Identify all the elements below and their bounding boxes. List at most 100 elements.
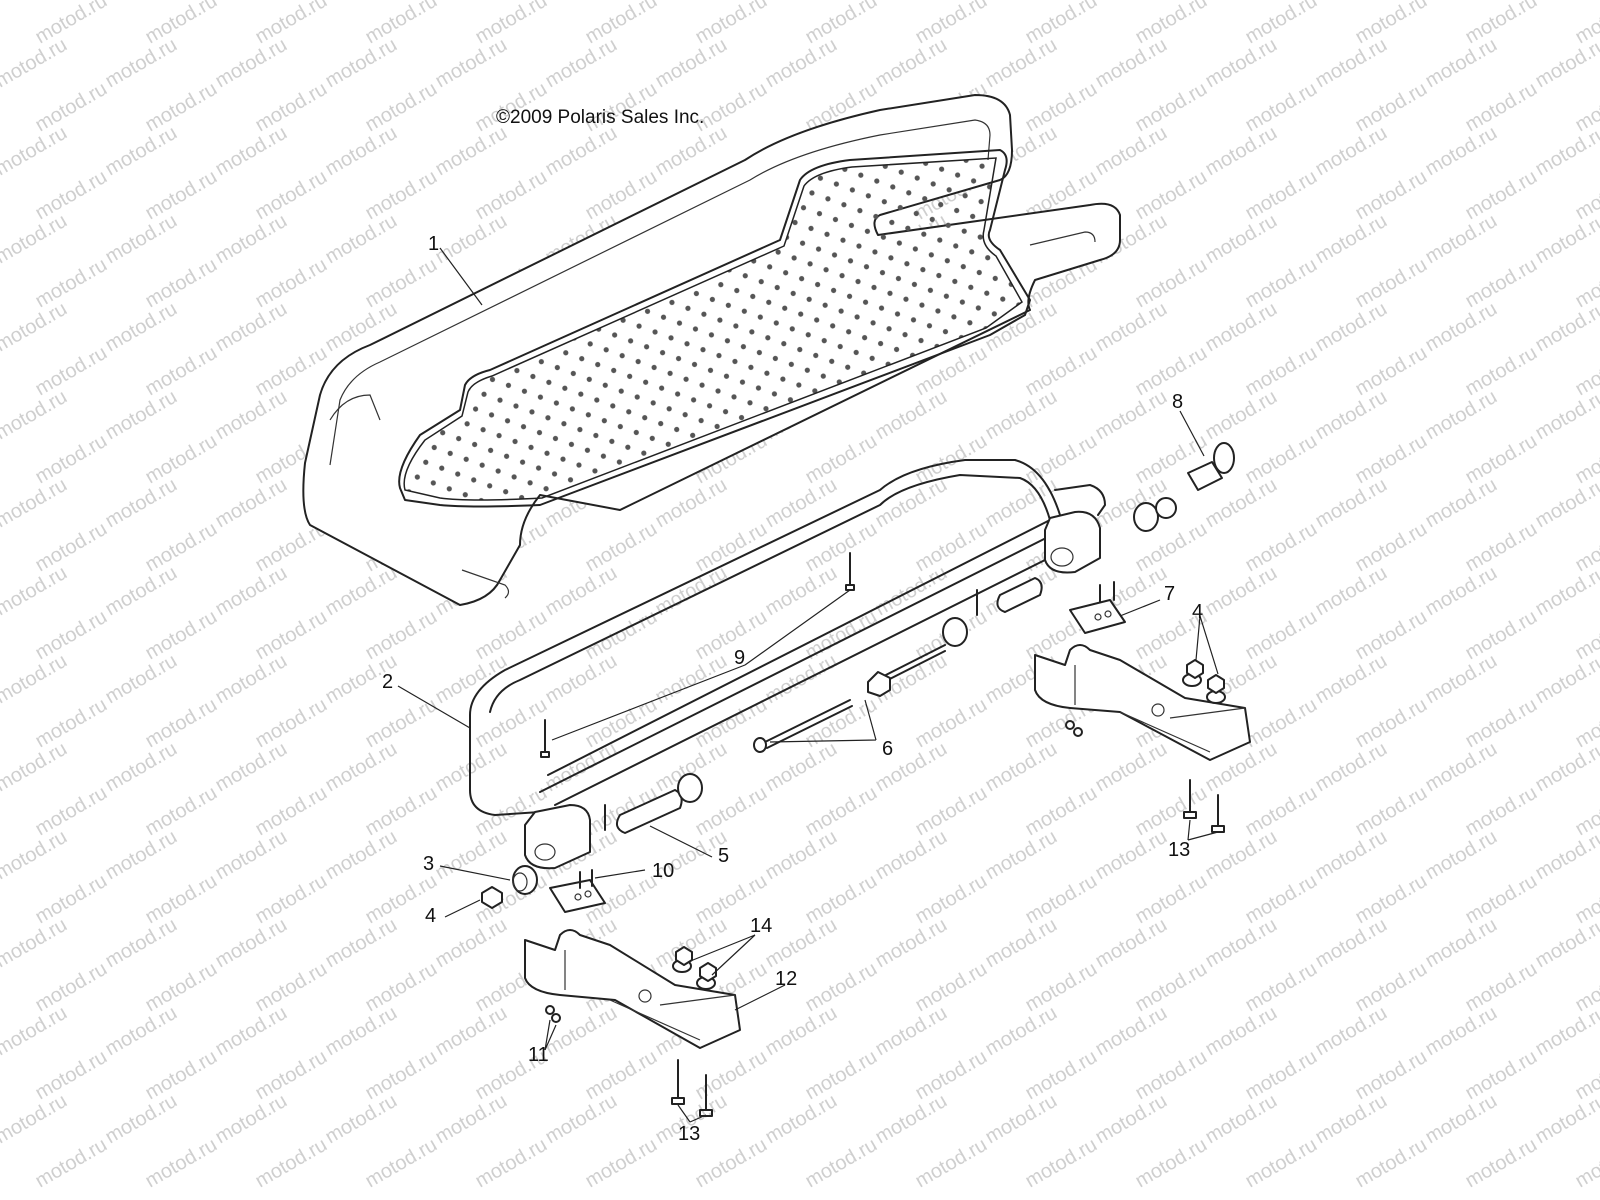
- watermark-text: motod.ru: [322, 122, 401, 181]
- watermark-text: motod.ru: [1242, 78, 1321, 137]
- watermark-text: motod.ru: [102, 386, 181, 445]
- watermark-text: motod.ru: [32, 0, 111, 48]
- watermark-text: motod.ru: [652, 562, 731, 621]
- watermark-text: motod.ru: [912, 782, 991, 841]
- watermark-text: motod.ru: [472, 1134, 551, 1193]
- watermark-text: motod.ru: [1022, 0, 1101, 48]
- watermark-text: motod.ru: [1202, 386, 1281, 445]
- watermark-text: motod.ru: [872, 34, 951, 93]
- watermark-text: motod.ru: [1092, 0, 1171, 4]
- watermark-text: motod.ru: [102, 298, 181, 357]
- watermark-text: motod.ru: [0, 34, 71, 93]
- watermark-text: motod.ru: [912, 694, 991, 753]
- watermark-text: motod.ru: [432, 1090, 511, 1149]
- watermark-text: motod.ru: [1532, 122, 1600, 181]
- mount-bracket-right: [1034, 644, 1251, 761]
- watermark-text: motod.ru: [1312, 34, 1391, 93]
- watermark-text: motod.ru: [1132, 254, 1211, 313]
- watermark-text: motod.ru: [872, 914, 951, 973]
- watermark-text: motod.ru: [212, 738, 291, 797]
- watermark-text: motod.ru: [102, 210, 181, 269]
- watermark-text: motod.ru: [1312, 474, 1391, 533]
- watermark-text: motod.ru: [102, 1090, 181, 1149]
- callout-6: 6: [882, 738, 893, 760]
- watermark-text: motod.ru: [1422, 34, 1501, 93]
- watermark-text: motod.ru: [102, 914, 181, 973]
- watermark-text: motod.ru: [1092, 386, 1171, 445]
- watermark-text: motod.ru: [1462, 606, 1541, 665]
- watermark-text: motod.ru: [0, 122, 71, 181]
- watermark-text: motod.ru: [322, 914, 401, 973]
- callout-10: 10: [652, 860, 674, 882]
- watermark-text: motod.ru: [692, 0, 771, 48]
- watermark-text: motod.ru: [322, 826, 401, 885]
- watermark-text: motod.ru: [982, 738, 1061, 797]
- callout-4-right: 4: [1192, 601, 1203, 623]
- watermark-text: motod.ru: [762, 1002, 841, 1061]
- watermark-text: motod.ru: [1132, 166, 1211, 225]
- watermark-text: motod.ru: [1312, 1090, 1391, 1149]
- watermark-text: motod.ru: [1422, 122, 1501, 181]
- watermark-text: motod.ru: [0, 1002, 71, 1061]
- watermark-text: motod.ru: [142, 782, 221, 841]
- watermark-text: motod.ru: [432, 210, 511, 269]
- callout-2: 2: [382, 671, 393, 693]
- watermark-text: motod.ru: [432, 34, 511, 93]
- watermark-text: motod.ru: [362, 782, 441, 841]
- watermark-text: motod.ru: [432, 1002, 511, 1061]
- watermark-text: motod.ru: [1532, 0, 1600, 4]
- watermark-text: motod.ru: [252, 342, 331, 401]
- watermark-text: motod.ru: [142, 606, 221, 665]
- watermark-text: motod.ru: [1532, 914, 1600, 973]
- mount-bracket-left: [524, 929, 741, 1049]
- watermark-text: motod.ru: [582, 1046, 661, 1105]
- watermark-text: motod.ru: [432, 650, 511, 709]
- watermark-text: motod.ru: [1532, 1002, 1600, 1061]
- watermark-text: motod.ru: [1462, 782, 1541, 841]
- watermark-text: motod.ru: [1532, 562, 1600, 621]
- watermark-text: motod.ru: [1242, 870, 1321, 929]
- watermark-text: motod.ru: [322, 1002, 401, 1061]
- watermark-text: motod.ru: [142, 1046, 221, 1105]
- watermark-text: motod.ru: [912, 518, 991, 577]
- watermark-text: motod.ru: [32, 166, 111, 225]
- watermark-text: motod.ru: [1242, 782, 1321, 841]
- watermark-text: motod.ru: [32, 518, 111, 577]
- watermark-text: motod.ru: [1422, 0, 1501, 4]
- watermark-text: motod.ru: [692, 782, 771, 841]
- watermark-text: motod.ru: [1202, 298, 1281, 357]
- watermark-text: motod.ru: [542, 1090, 621, 1149]
- watermark-text: motod.ru: [32, 694, 111, 753]
- rack-tray: [302, 94, 1121, 606]
- watermark-text: motod.ru: [1312, 650, 1391, 709]
- watermark-text: motod.ru: [252, 606, 331, 665]
- watermark-text: motod.ru: [872, 826, 951, 885]
- watermark-text: motod.ru: [142, 166, 221, 225]
- watermark-text: motod.ru: [1462, 1134, 1541, 1193]
- watermark-text: motod.ru: [542, 562, 621, 621]
- watermark-text: motod.ru: [982, 34, 1061, 93]
- leader-lines: [397, 247, 1219, 1123]
- watermark-text: motod.ru: [872, 386, 951, 445]
- watermark-text: motod.ru: [802, 1134, 881, 1193]
- watermark-text: motod.ru: [32, 254, 111, 313]
- watermark-text: motod.ru: [1132, 0, 1211, 48]
- watermark-text: motod.ru: [1022, 782, 1101, 841]
- watermark-text: motod.ru: [872, 1090, 951, 1149]
- watermark-text: motod.ru: [1352, 166, 1431, 225]
- watermark-text: motod.ru: [432, 738, 511, 797]
- watermark-text: motod.ru: [1242, 694, 1321, 753]
- watermark-text: motod.ru: [1202, 1002, 1281, 1061]
- watermark-text: motod.ru: [582, 518, 661, 577]
- watermark-text: motod.ru: [762, 562, 841, 621]
- watermark-text: motod.ru: [102, 826, 181, 885]
- watermark-text: motod.ru: [212, 298, 291, 357]
- watermark-text: motod.ru: [1132, 782, 1211, 841]
- watermark-text: motod.ru: [142, 0, 221, 48]
- callout-11: 11: [528, 1044, 549, 1066]
- watermark-text: motod.ru: [252, 166, 331, 225]
- watermark-text: motod.ru: [1312, 0, 1391, 4]
- watermark-text: motod.ru: [1532, 298, 1600, 357]
- watermark-text: motod.ru: [982, 0, 1061, 4]
